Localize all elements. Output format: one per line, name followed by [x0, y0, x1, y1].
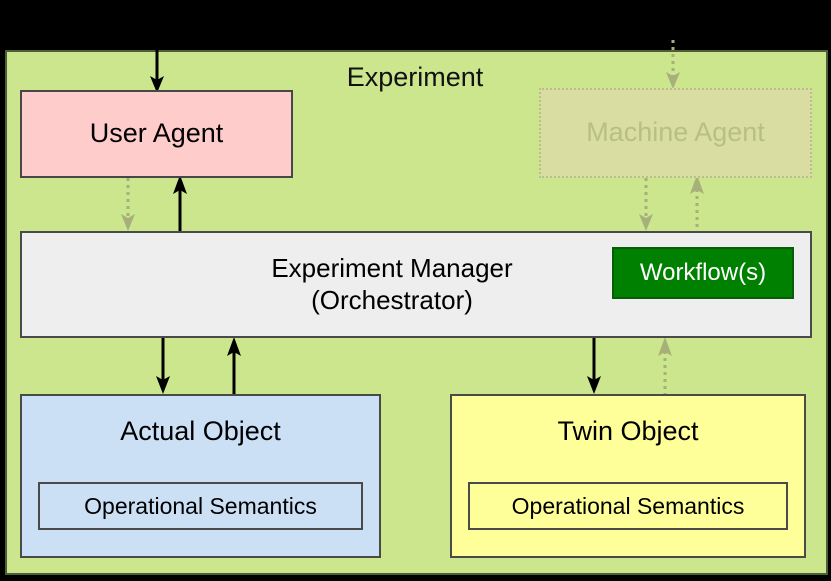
edge-manager-to-actual-object: [155, 338, 171, 396]
machine-agent-label: Machine Agent: [586, 117, 765, 148]
experiment-frame-title: Experiment: [346, 62, 484, 92]
edge-external-to-user-agent: [149, 40, 165, 96]
edge-manager-to-machine-agent: [689, 174, 705, 234]
edge-external-to-machine-agent: [665, 40, 681, 92]
experiment-manager-label: Experiment Manager (Orchestrator): [271, 253, 513, 315]
node-actual-object[interactable]: Actual Object Operational Semantics: [20, 394, 381, 558]
twin-object-label: Twin Object: [557, 416, 699, 446]
twin-object-operational-semantics[interactable]: Operational Semantics: [468, 482, 788, 530]
actual-object-label: Actual Object: [120, 416, 281, 446]
node-twin-object[interactable]: Twin Object Operational Semantics: [450, 394, 806, 558]
actual-object-operational-semantics[interactable]: Operational Semantics: [38, 482, 363, 530]
edge-actual-object-to-manager: [226, 336, 242, 396]
node-experiment-manager[interactable]: Experiment Manager (Orchestrator) Workfl…: [20, 231, 812, 338]
node-workflows[interactable]: Workflow(s): [612, 247, 794, 299]
user-agent-label: User Agent: [89, 118, 224, 149]
node-user-agent[interactable]: User Agent: [20, 90, 293, 178]
edge-manager-to-user-agent: [172, 174, 188, 234]
edge-machine-agent-to-manager: [638, 178, 654, 234]
edge-manager-to-twin-object: [586, 338, 602, 396]
edge-twin-object-to-manager: [657, 336, 673, 396]
edge-user-agent-to-manager: [120, 178, 136, 234]
node-machine-agent[interactable]: Machine Agent: [539, 88, 812, 178]
